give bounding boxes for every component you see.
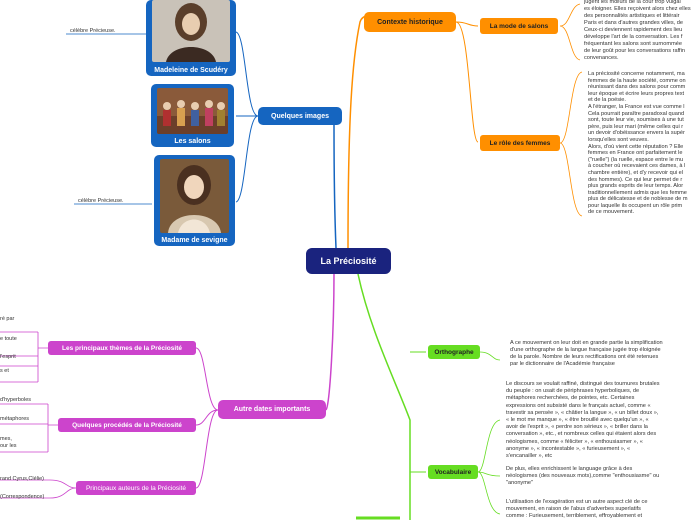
central-topic[interactable]: La Préciosité [306, 248, 391, 274]
branch-autre-dates[interactable]: Autre dates importants [218, 400, 326, 419]
scudery-caption: Madeleine de Scudéry [154, 67, 228, 74]
image-card-salons[interactable]: Les salons [151, 84, 234, 147]
vocabulaire-text-1: Le discours se voulait raffiné, distingu… [506, 381, 660, 460]
sevigne-caption: Madame de sevigne [161, 237, 228, 244]
branch-vocabulaire[interactable]: Vocabulaire [428, 465, 478, 479]
sevigne-note: célèbre Précieuse. [78, 198, 124, 204]
central-topic-label: La Préciosité [320, 256, 377, 266]
left-text-7: mes, our les [0, 436, 17, 449]
branch-principaux-themes[interactable]: Les principaux thèmes de la Préciosité [48, 341, 196, 355]
salons-caption: Les salons [174, 138, 211, 145]
portrait-sevigne-image [160, 159, 229, 233]
image-card-sevigne[interactable]: Madame de sevigne [154, 155, 235, 246]
branch-quelques-images[interactable]: Quelques images [258, 107, 342, 125]
branch-mode-de-salons[interactable]: La mode de salons [480, 18, 558, 34]
branch-contexte-historique[interactable]: Contexte historique [364, 12, 456, 32]
left-text-3: l'esprit [0, 354, 16, 360]
branch-role-des-femmes[interactable]: Le rôle des femmes [480, 135, 560, 151]
mode-text: jugent les mœurs de la cour trop vulgai … [584, 0, 691, 61]
left-text-9: (Correspondence) [0, 494, 45, 500]
branch-principaux-auteurs[interactable]: Principaux auteurs de la Préciosité [76, 481, 196, 495]
portrait-scudery-image [152, 0, 230, 62]
branch-orthographe[interactable]: Orthographe [428, 345, 480, 359]
orthographe-text: A ce mouvement on leur doit en grande pa… [510, 340, 663, 367]
vocabulaire-text-3: L'utilisation de l'exagération est un au… [506, 499, 648, 520]
scudery-note: célèbre Précieuse. [70, 28, 116, 34]
left-text-4: s et [0, 368, 9, 374]
left-text-1: ré par [0, 316, 15, 322]
role-text: La préciosité concerne notamment, ma fem… [588, 71, 688, 216]
vocabulaire-text-2: De plus, elles enrichissent le language … [506, 466, 660, 487]
salons-image [157, 88, 228, 134]
branch-quelques-procedes[interactable]: Quelques procédés de la Préciosité [58, 418, 196, 432]
left-text-5: d'hyperboles [0, 397, 32, 403]
left-text-8: rand Cyrus,Clélie) [0, 476, 45, 482]
left-text-2: e toute [0, 336, 17, 342]
left-text-6: métaphores [0, 416, 30, 422]
image-card-scudery[interactable]: Madeleine de Scudéry [146, 0, 236, 76]
